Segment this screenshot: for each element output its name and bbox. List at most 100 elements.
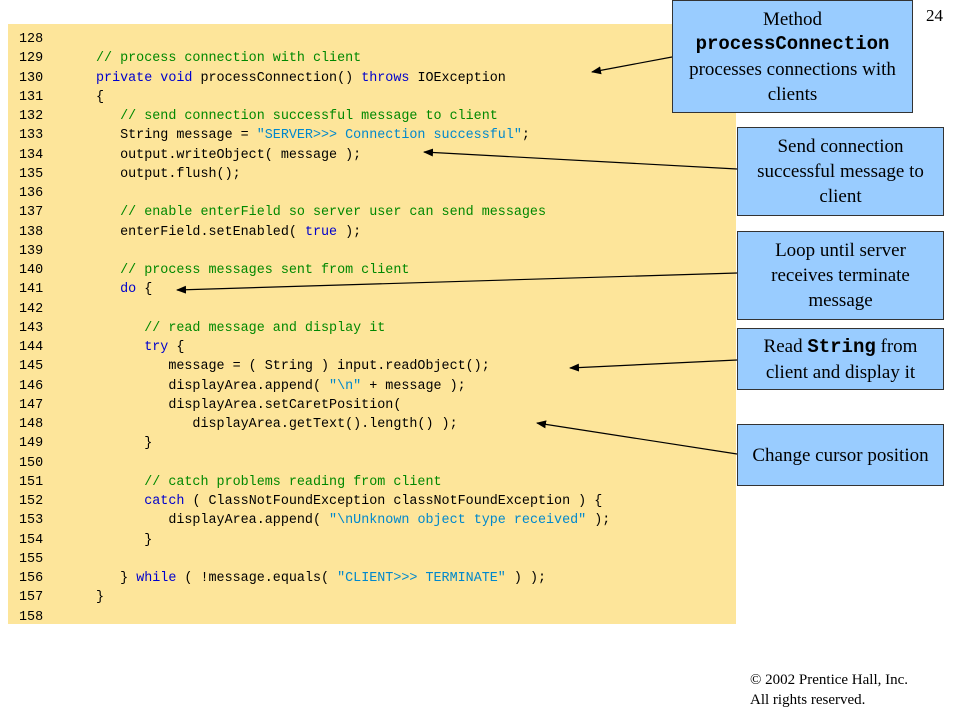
- code-text: // read message and display it: [96, 319, 385, 338]
- code-token: + message );: [361, 378, 466, 394]
- code-line: 144 try {: [8, 338, 736, 357]
- code-text: }: [96, 531, 152, 550]
- code-line: 150: [8, 454, 736, 473]
- code-text: displayArea.append( "\n" + message );: [96, 377, 466, 396]
- line-number: 146: [19, 378, 44, 394]
- code-line: 129 // process connection with client: [8, 49, 736, 68]
- code-string: "SERVER>>> Connection successful": [256, 128, 522, 144]
- line-number: 151: [19, 474, 44, 490]
- code-keyword: while: [136, 571, 177, 586]
- code-token: ( ClassNotFoundException classNotFoundEx…: [184, 494, 603, 509]
- code-line: 156 } while ( !message.equals( "CLIENT>>…: [8, 569, 736, 588]
- code-text: displayArea.setCaretPosition(: [96, 396, 401, 415]
- callout-loop-text: Loop until server receives terminate mes…: [771, 240, 910, 311]
- line-number: 134: [19, 147, 44, 163]
- code-text: }: [96, 588, 104, 607]
- code-token: ) );: [505, 571, 547, 586]
- line-number: 154: [19, 532, 44, 548]
- code-text: displayArea.getText().length() );: [96, 415, 457, 434]
- code-text: // process messages sent from client: [96, 261, 409, 280]
- code-text: catch ( ClassNotFoundException classNotF…: [96, 492, 602, 511]
- code-token: ;: [521, 128, 530, 144]
- code-token: [96, 340, 144, 355]
- callout-send-message-text: Send connection successful message to cl…: [757, 136, 924, 207]
- code-text: output.writeObject( message );: [96, 146, 361, 165]
- code-line: 133 String message = "SERVER>>> Connecti…: [8, 126, 736, 145]
- copyright-text: 2002 Prentice Hall, Inc.: [761, 672, 909, 688]
- code-token: [96, 494, 144, 509]
- code-comment: // process messages sent from client: [96, 263, 410, 278]
- callout-read-string-text: Read String from client and display it: [742, 334, 939, 385]
- line-number: 152: [19, 494, 44, 509]
- code-token: displayArea.setCaretPosition(: [96, 397, 402, 413]
- code-keyword: try: [144, 340, 169, 355]
- code-token: output.flush();: [96, 166, 241, 182]
- code-line: 151 // catch problems reading from clien…: [8, 473, 736, 492]
- code-token: processConnection(): [192, 70, 362, 86]
- code-line: 132 // send connection successful messag…: [8, 107, 736, 126]
- callout-process-connection: Method processConnection processes conne…: [672, 0, 913, 113]
- code-text: private void processConnection() throws …: [96, 69, 506, 88]
- callout-read-string-pre: Read: [763, 335, 808, 357]
- line-number: 147: [19, 397, 44, 413]
- code-token: ( !message.equals(: [176, 571, 338, 586]
- code-line: 141 do {: [8, 280, 736, 299]
- code-token: IOException: [409, 70, 506, 86]
- code-text: displayArea.append( "\nUnknown object ty…: [96, 511, 610, 530]
- callout-process-connection-line1: Method: [762, 8, 823, 30]
- callout-read-string-post: from client and display it: [765, 335, 918, 383]
- code-token: }: [96, 571, 137, 586]
- code-token: }: [96, 436, 153, 452]
- code-line: 140 // process messages sent from client: [8, 261, 736, 280]
- code-line: 136: [8, 184, 736, 203]
- code-text: enterField.setEnabled( true );: [96, 223, 361, 242]
- code-text: output.flush();: [96, 165, 241, 184]
- line-number: 140: [19, 263, 44, 278]
- code-line: 137 // enable enterField so server user …: [8, 203, 736, 222]
- code-string: "CLIENT>>> TERMINATE": [337, 571, 506, 586]
- code-line: 152 catch ( ClassNotFoundException class…: [8, 492, 736, 511]
- line-number: 138: [19, 224, 44, 240]
- line-number: 139: [19, 243, 44, 259]
- line-number: 128: [19, 32, 44, 47]
- code-token: }: [96, 590, 105, 606]
- line-number: 148: [19, 417, 44, 432]
- line-number: 155: [19, 551, 44, 567]
- code-line: 138 enterField.setEnabled( true );: [8, 223, 736, 242]
- code-comment: // enable enterField so server user can …: [96, 205, 546, 221]
- code-token: {: [96, 89, 105, 105]
- code-line: 148 displayArea.getText().length() );: [8, 415, 736, 434]
- slide-number: 24: [926, 6, 943, 25]
- line-number: 157: [19, 590, 44, 606]
- line-number: 145: [19, 359, 44, 375]
- code-line: 139: [8, 242, 736, 261]
- code-comment: // read message and display it: [96, 320, 386, 336]
- line-number: 153: [19, 513, 44, 529]
- code-keyword: throws: [361, 70, 410, 86]
- code-text: do {: [96, 280, 152, 299]
- code-line: 134 output.writeObject( message );: [8, 146, 736, 165]
- code-token: );: [586, 513, 611, 529]
- code-text: } while ( !message.equals( "CLIENT>>> TE…: [96, 569, 546, 588]
- callout-process-connection-line3: processes connections with clients: [689, 58, 896, 105]
- code-token: displayArea.append(: [96, 378, 330, 394]
- line-number: 158: [19, 609, 44, 625]
- code-token: {: [136, 282, 153, 298]
- code-text: try {: [96, 338, 184, 357]
- code-comment: // process connection with client: [96, 51, 362, 67]
- copyright: © 2002 Prentice Hall, Inc. All rights re…: [750, 670, 908, 710]
- callout-cursor-text: Change cursor position: [752, 444, 929, 466]
- line-number: 132: [19, 109, 44, 124]
- code-line: 147 displayArea.setCaretPosition(: [8, 396, 736, 415]
- line-number: 136: [19, 186, 44, 201]
- code-text: message = ( String ) input.readObject();: [96, 357, 489, 376]
- code-line: 154 }: [8, 531, 736, 550]
- callout-process-connection-method: processConnection: [695, 32, 890, 55]
- code-line: 128: [8, 30, 736, 49]
- line-number: 142: [19, 301, 44, 317]
- code-text: }: [96, 434, 152, 453]
- line-number: 129: [19, 51, 44, 67]
